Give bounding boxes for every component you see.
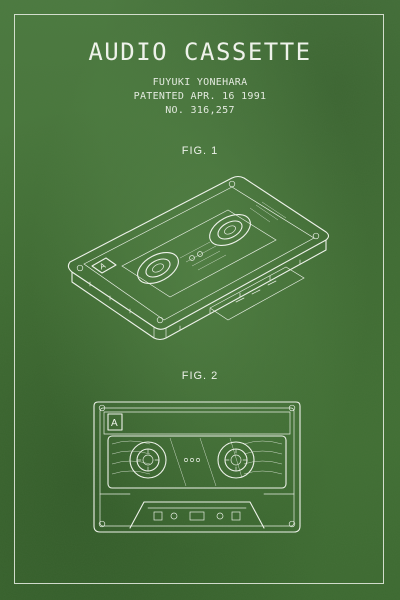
figure-2-cassette-front: A — [93, 401, 301, 533]
inventor-name: FUYUKI YONEHARA — [152, 77, 248, 88]
border-frame — [14, 14, 384, 584]
side-letter-fig1: A — [98, 261, 108, 272]
figure-2-label: FIG. 2 — [181, 370, 219, 382]
side-letter-fig2: A — [111, 418, 118, 429]
patent-date: PATENTED APR. 16 1991 — [133, 91, 267, 102]
figure-1-cassette-isometric: A — [67, 175, 330, 341]
patent-number: NO. 316,257 — [165, 105, 235, 116]
figure-1-label: FIG. 1 — [181, 145, 219, 157]
poster-title: AUDIO CASSETTE — [88, 38, 312, 66]
